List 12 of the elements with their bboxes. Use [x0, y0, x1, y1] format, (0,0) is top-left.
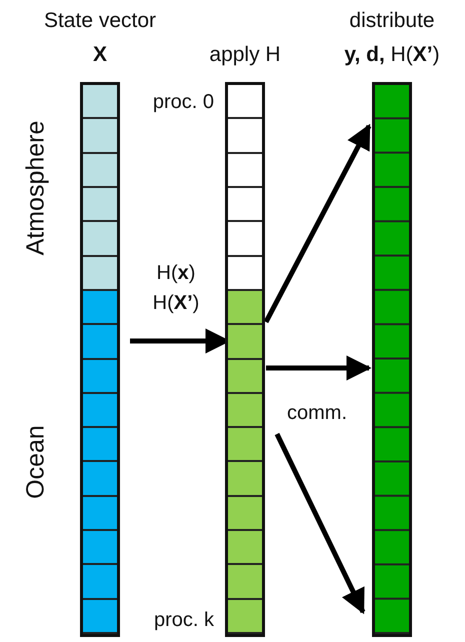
arrow	[274, 432, 366, 614]
processor-label: proc. k	[154, 609, 214, 632]
arrow	[264, 124, 372, 324]
column-heading: State vector	[44, 8, 156, 34]
segment-label: Ocean	[22, 426, 50, 500]
segment-label: Atmosphere	[22, 120, 50, 256]
column-heading: apply H	[209, 42, 281, 68]
column-heading: y, d, H(X’)	[344, 42, 440, 68]
arrow	[266, 356, 372, 380]
column-heading: distribute	[349, 8, 435, 34]
column-heading: X	[92, 42, 107, 68]
processor-label: proc. 0	[152, 91, 214, 114]
